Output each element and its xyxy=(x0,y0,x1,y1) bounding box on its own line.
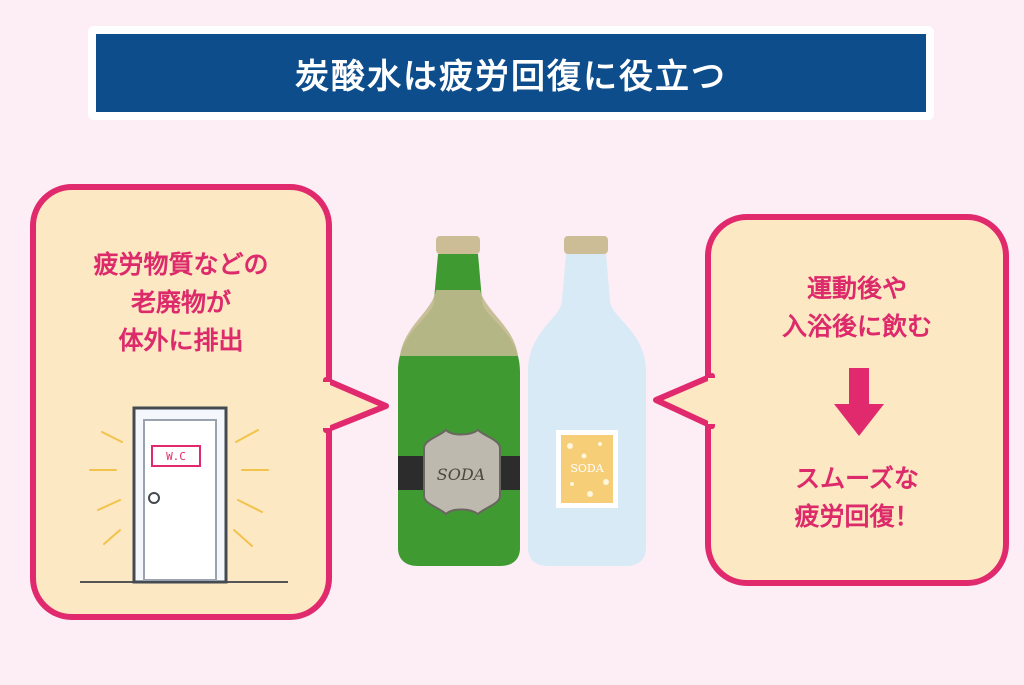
right-speech-bubble: 運動後や 入浴後に飲む スムーズな 疲労回復！ xyxy=(705,214,1009,586)
clear-soda-bottle xyxy=(528,236,646,566)
right-bubble-top-text: 運動後や 入浴後に飲む xyxy=(711,270,1003,346)
title-frame: 炭酸水は疲労回復に役立つ xyxy=(88,26,934,120)
page-title: 炭酸水は疲労回復に役立つ xyxy=(96,34,926,112)
left-bubble-line-1: 疲労物質などの xyxy=(93,250,269,279)
left-bubble-tail xyxy=(318,377,389,433)
restroom-door-icon xyxy=(80,406,288,584)
clear-bottle-label: SODA xyxy=(570,462,604,475)
left-bubble-text: 疲労物質などの 老廃物が 体外に排出 xyxy=(36,246,326,360)
right-bubble-bottom-text: スムーズな 疲労回復！ xyxy=(711,460,1003,536)
left-bubble-line-3: 体外に排出 xyxy=(118,326,244,355)
down-arrow-icon xyxy=(834,368,884,436)
green-soda-bottle xyxy=(398,236,520,566)
left-bubble-line-2: 老廃物が xyxy=(130,288,231,317)
label-bubbles xyxy=(567,442,609,497)
right-bubble-tail xyxy=(653,373,720,429)
green-bottle-label: SODA xyxy=(437,465,485,484)
right-bubble-line-3: スムーズな xyxy=(795,464,919,493)
door-glow-rays xyxy=(89,429,269,547)
right-bubble-line-1: 運動後や xyxy=(806,274,907,303)
door-sign-text: W.C xyxy=(166,450,186,463)
right-bubble-line-4: 疲労回復！ xyxy=(794,502,920,531)
right-bubble-line-2: 入浴後に飲む xyxy=(781,312,932,341)
